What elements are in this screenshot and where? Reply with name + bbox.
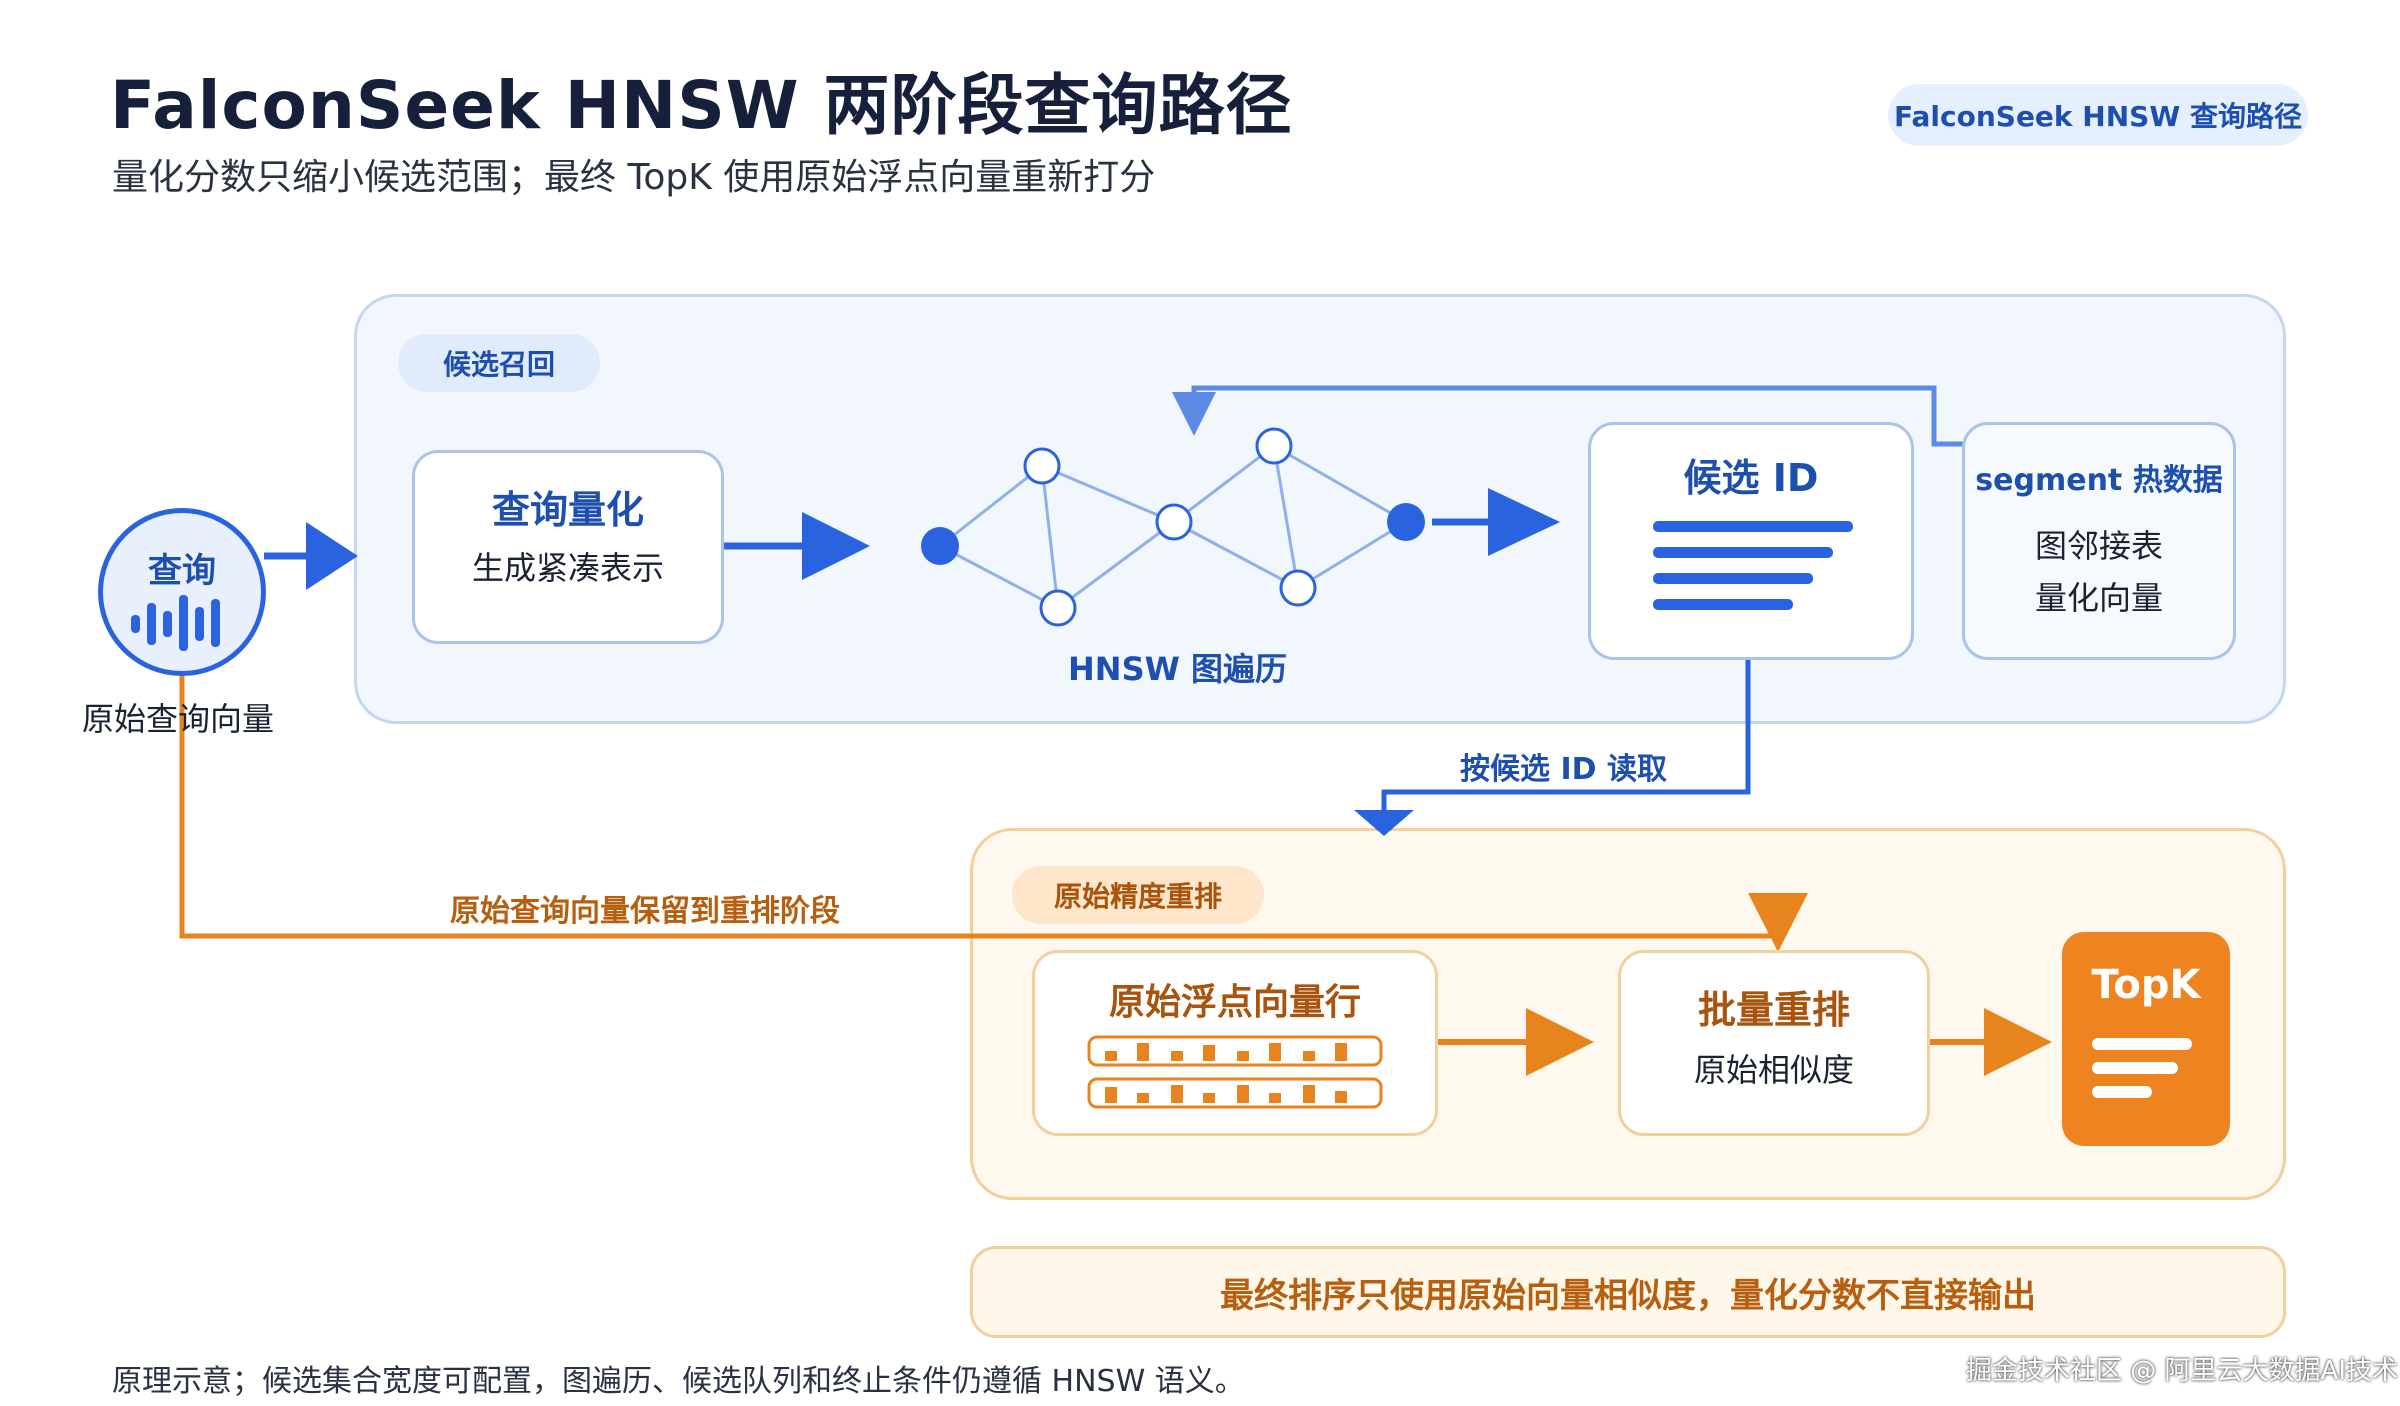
rows-to-batch-arrowhead	[1526, 1008, 1594, 1076]
hnsw-graph	[939, 444, 1407, 610]
read-by-candidate-arrowhead	[1354, 810, 1414, 836]
raw-vector-rows-card: 原始浮点向量行	[1032, 950, 1438, 1136]
graph-node	[1255, 427, 1293, 465]
segment-hot-data-card: segment 热数据 图邻接表 量化向量	[1962, 422, 2236, 660]
graph-node	[1155, 503, 1193, 541]
keep-query-label: 原始查询向量保留到重排阶段	[450, 894, 840, 929]
graph-to-candidate-arrowhead	[1488, 488, 1560, 556]
quantize-to-graph-arrowhead	[802, 512, 870, 580]
query-node-caption: 原始查询向量	[82, 700, 275, 738]
keep-query-arrowhead	[1748, 893, 1808, 952]
recall-stage-label: 候选召回	[398, 334, 600, 392]
waveform-icon	[131, 595, 220, 651]
hnsw-graph-label: HNSW 图遍历	[1068, 650, 1288, 688]
raw-vector-rows-title: 原始浮点向量行	[1108, 982, 1361, 1023]
topk-card: TopK	[2062, 932, 2230, 1146]
graph-node	[1023, 447, 1061, 485]
batch-rerank-card: 批量重排 原始相似度	[1618, 950, 1930, 1136]
graph-exit-node	[1387, 503, 1425, 541]
result-lines-icon	[2092, 1038, 2192, 1098]
segment-card-line: 量化向量	[2034, 579, 2163, 617]
segment-feedback-arrowhead	[1172, 392, 1216, 436]
query-to-recall-arrowhead	[306, 522, 358, 590]
topk-title: TopK	[2091, 962, 2201, 1008]
quantize-card-title: 查询量化	[491, 488, 644, 532]
quantize-card: 查询量化 生成紧凑表示	[412, 450, 724, 644]
candidate-id-card: 候选 ID	[1588, 422, 1914, 660]
page-title: FalconSeek HNSW 两阶段查询路径	[110, 67, 1293, 144]
hnsw-graph-nodes	[921, 427, 1425, 627]
list-lines-icon	[1653, 521, 1853, 610]
query-node: 查询	[98, 508, 266, 676]
read-by-candidate-label: 按候选 ID 读取	[1460, 752, 1667, 787]
batch-rerank-title: 批量重排	[1697, 988, 1850, 1032]
segment-card-line: 图邻接表	[2034, 527, 2163, 565]
page-subtitle: 量化分数只缩小候选范围；最终 TopK 使用原始浮点向量重新打分	[112, 157, 1156, 198]
read-by-candidate-connector	[1381, 660, 1751, 812]
segment-card-title: segment 热数据	[1975, 463, 2223, 498]
header-badge: FalconSeek HNSW 查询路径	[1888, 84, 2308, 146]
batch-rerank-subtitle: 原始相似度	[1693, 1051, 1854, 1089]
graph-entry-node	[921, 527, 959, 565]
keep-query-connector	[179, 670, 1778, 939]
final-ranking-banner: 最终排序只使用原始向量相似度，量化分数不直接输出	[970, 1246, 2286, 1338]
quantize-card-subtitle: 生成紧凑表示	[471, 549, 664, 587]
vector-rows-icon	[1087, 1035, 1383, 1109]
graph-node	[1039, 589, 1077, 627]
candidate-id-title: 候选 ID	[1683, 456, 1819, 500]
batch-to-topk-arrowhead	[1984, 1008, 2052, 1076]
rerank-stage-label: 原始精度重排	[1012, 866, 1264, 924]
footer-note: 原理示意；候选集合宽度可配置，图遍历、候选队列和终止条件仍遵循 HNSW 语义。	[112, 1364, 1245, 1399]
query-node-title: 查询	[148, 551, 216, 591]
graph-node	[1279, 569, 1317, 607]
watermark: 掘金技术社区 @ 阿里云大数据AI技术	[1966, 1356, 2398, 1386]
